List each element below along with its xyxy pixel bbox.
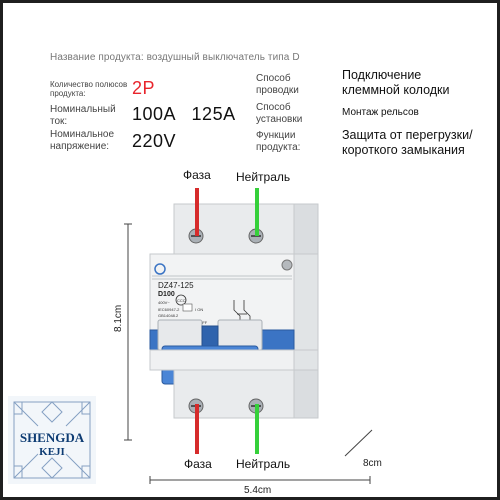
functions-value: Защита от перегрузки/ короткого замыкани… [342,128,473,157]
poles-value: 2P [132,78,156,98]
logo-pattern-icon [13,401,91,479]
product-title: Название продукта: воздушный выключатель… [50,52,300,63]
brand-badge-icon [154,263,166,275]
wiring-label: Способ проводки [256,73,299,96]
bottom-phase-wire [195,404,199,454]
top-phase-label: Фаза [183,168,211,182]
mounting-label: Способ установки [256,102,303,125]
standard2-text: GB14048.2 [158,313,179,318]
width-dimension: 5.4cm [244,485,272,496]
top-corner-screw-icon [281,259,293,271]
mounting-value: Монтаж рельсов [342,107,419,118]
bottom-neutral-wire [255,404,259,454]
top-phase-wire [195,188,199,236]
functions-label: Функции продукта: [256,130,301,153]
logo-line2: KEJI [39,446,65,458]
top-neutral-wire [255,188,259,236]
current-label: Номинальный ток: [50,104,116,127]
logo-line1: SHENGDA [19,430,85,445]
voltage-value: 220V [132,131,177,151]
top-neutral-label: Нейтраль [236,170,291,184]
on-label-text: I ON [195,307,203,312]
cert-mark-text: CCC [177,298,186,303]
depth-dimension: 8cm [363,458,382,469]
poles-label: Количество полюсов продукта: [50,80,128,98]
shengda-keji-logo: SHENGDA KEJI [8,396,96,484]
wiring-value: Подключение клеммной колодки [342,68,450,97]
model-text: DZ47-125 [158,281,194,290]
circuit-breaker-illustration: DZ47-125 D100 400V~ IEC60947-2 GB14048.2… [149,203,319,419]
indicator-window [182,303,193,312]
ccc-mark-icon [175,294,187,306]
voltage-label: Номинальное напряжение: [50,129,115,152]
bottom-neutral-label: Нейтраль [236,457,291,471]
height-dimension: 8.1cm [113,304,124,332]
bottom-phase-label: Фаза [184,457,212,471]
current-value: 100A 125A [132,104,236,124]
voltage-text: 400V~ [158,300,170,305]
standard-text: IEC60947-2 [158,307,180,312]
rating-text: D100 [158,291,175,298]
